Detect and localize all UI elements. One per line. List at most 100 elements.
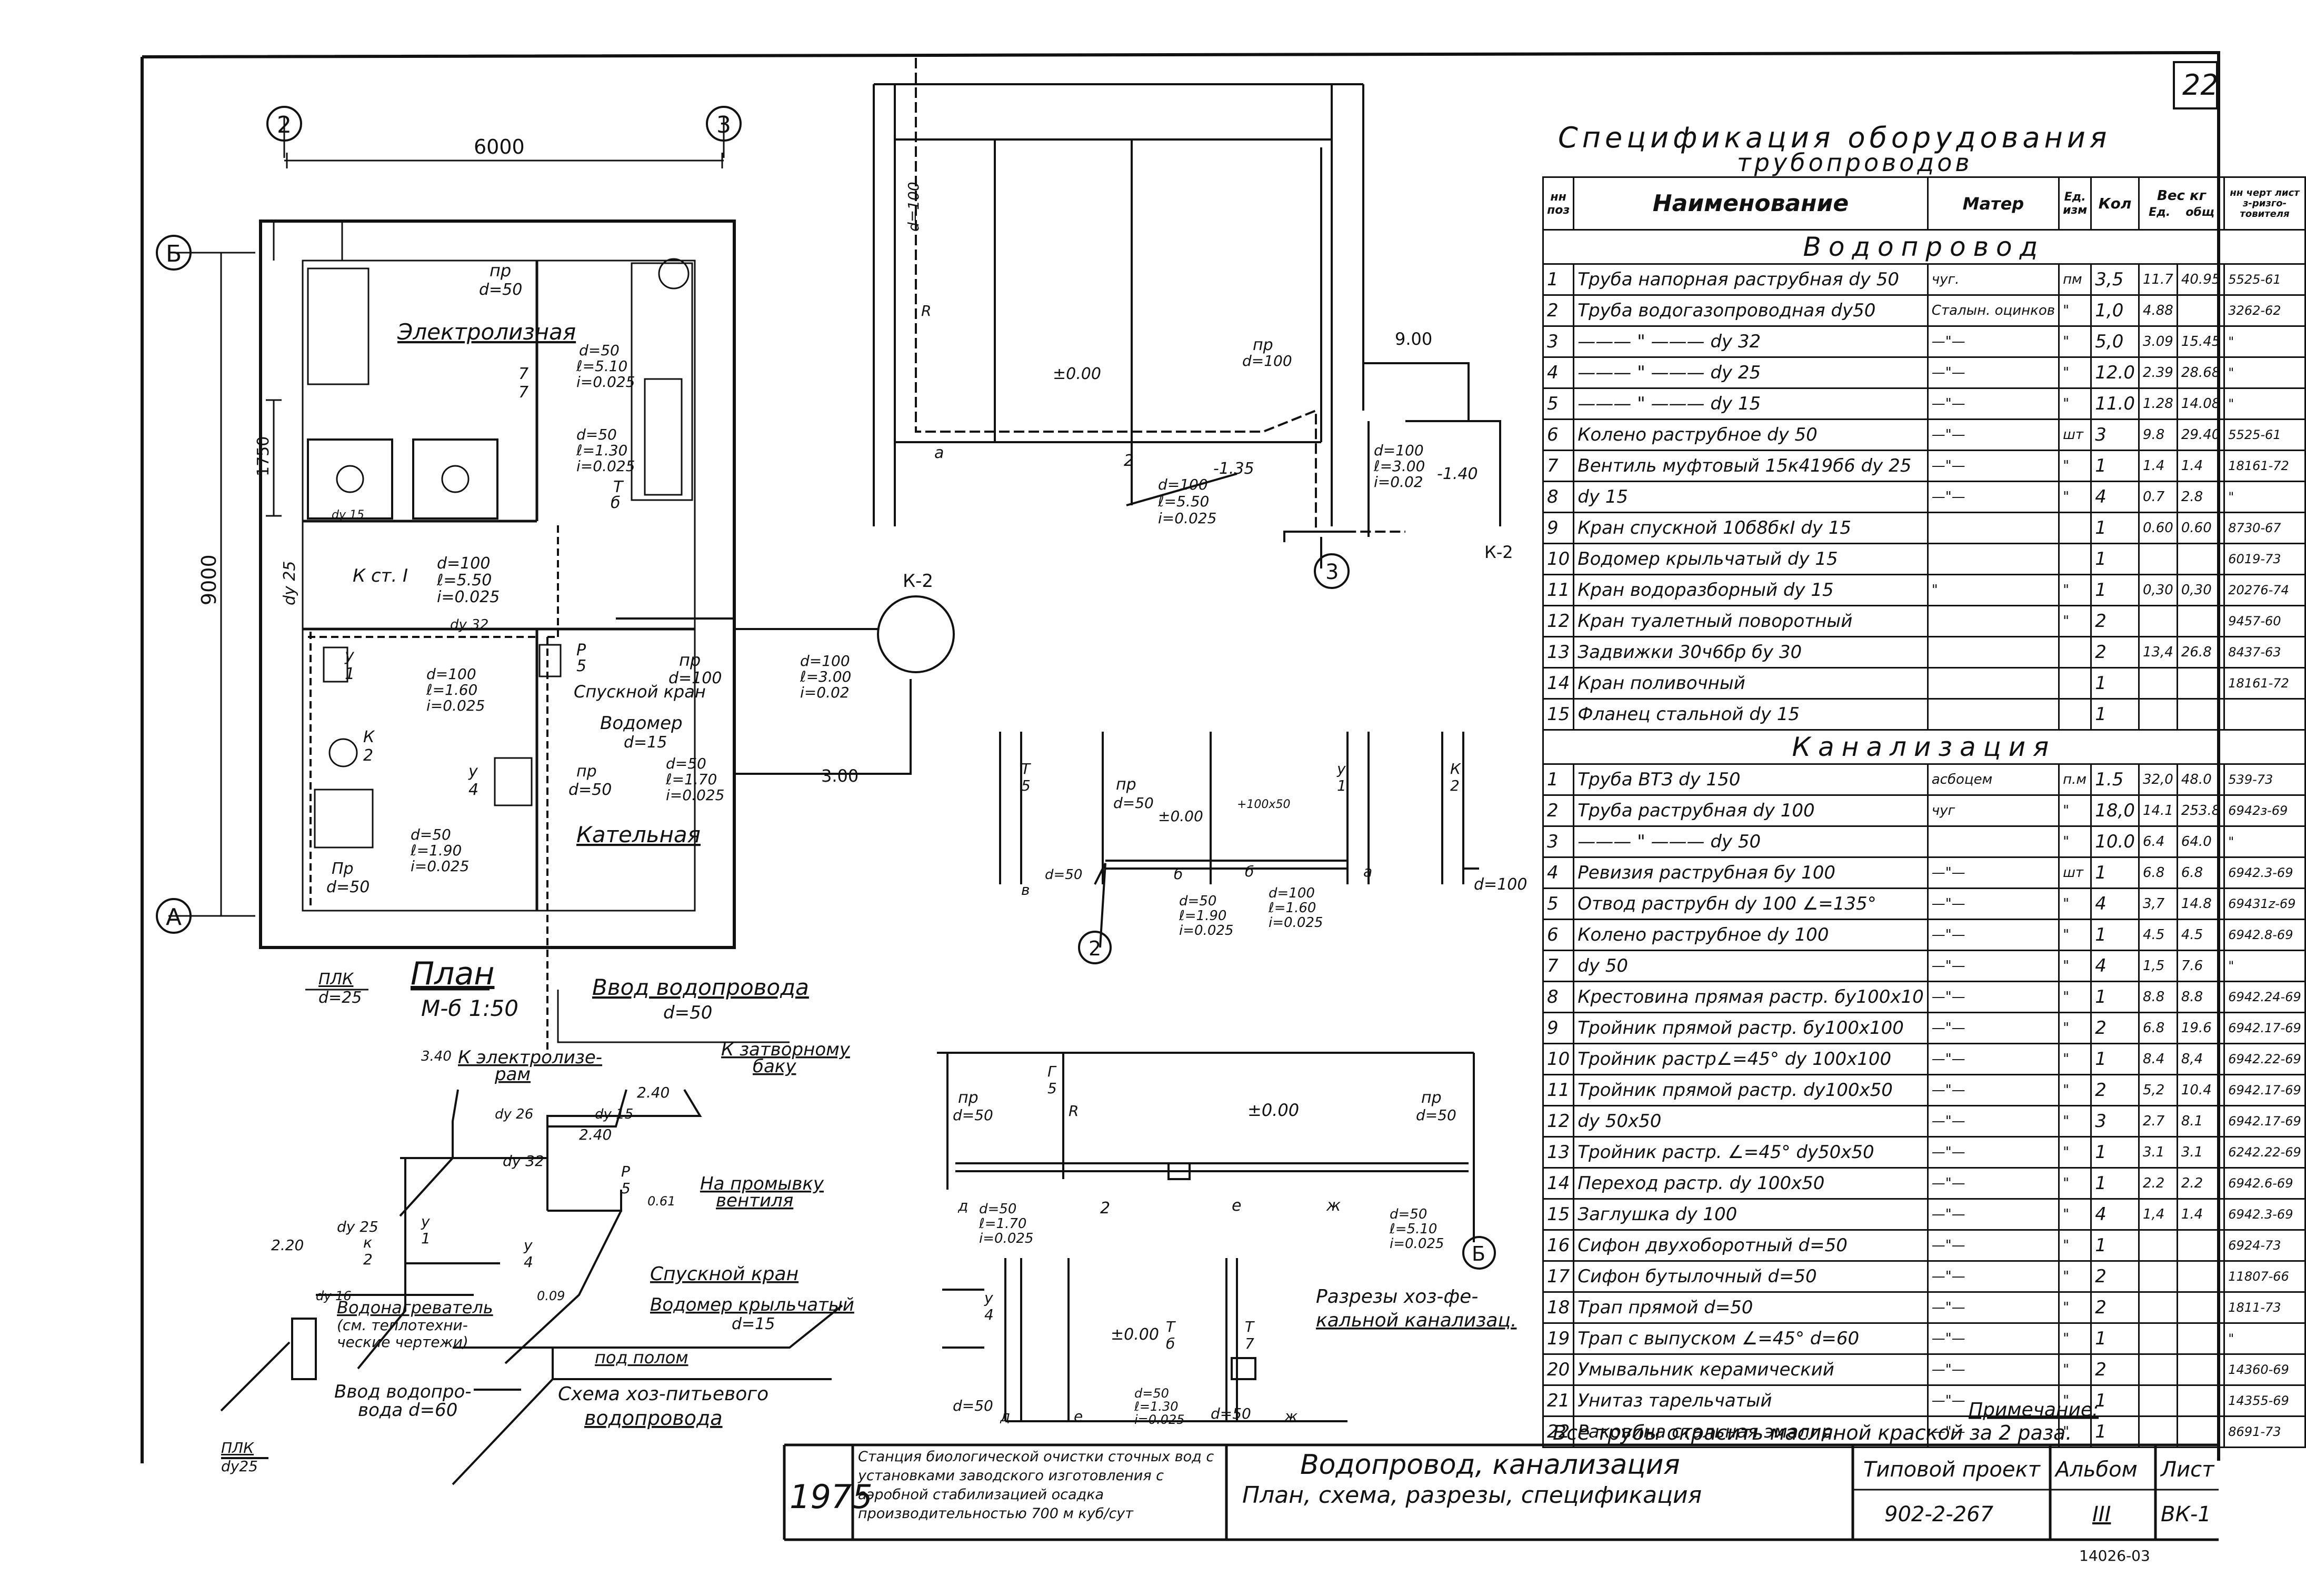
spec-cell-unit: " xyxy=(2058,1074,2092,1106)
stamp-year: 1975 xyxy=(790,1478,873,1516)
s3-t6: Т xyxy=(1166,1318,1176,1335)
dim-height: 9000 xyxy=(197,554,221,605)
spec-cell-unit: " xyxy=(2058,450,2092,482)
spec-cell-wt xyxy=(2176,667,2225,700)
spec-cell-pos: 3 xyxy=(1542,325,1575,358)
spec-cell-unit: " xyxy=(2058,574,2092,606)
spec-cell-unit: " xyxy=(2058,1043,2092,1075)
spec-cell-ref: " xyxy=(2223,1322,2306,1355)
spec-cell-mat xyxy=(1926,543,2060,575)
s2-b-l510: ℓ=5.10 xyxy=(1389,1221,1437,1237)
spec-h-mat: Матер xyxy=(1926,176,2060,231)
scheme-meter: Водомер крыльчатый xyxy=(650,1294,854,1315)
spec-cell-unit: " xyxy=(2058,887,2092,920)
scheme-plk-dy: dy25 xyxy=(221,1458,258,1475)
plan-lbl-y1b: 1 xyxy=(345,665,355,683)
s1-j-l160: ℓ=1.60 xyxy=(1268,900,1316,916)
spec-cell-unit: " xyxy=(2058,1260,2092,1293)
spec-cell-wt xyxy=(2176,1260,2225,1293)
spec-cell-ref: 18161-72 xyxy=(2223,450,2306,482)
stamp-desc-box: Станция биологической очистки сточных во… xyxy=(858,1449,1214,1522)
spec-cell-ref: 8691-73 xyxy=(2223,1415,2306,1448)
spec-cell-pos: 14 xyxy=(1542,667,1575,700)
scheme-flush-2: вентиля xyxy=(716,1190,793,1211)
spec-cell-ref: 1811-73 xyxy=(2223,1291,2306,1324)
plan-lbl-k2-well: К-2 xyxy=(903,571,933,592)
spec-cell-name: Тройник растр∠=45° dy 100х100 xyxy=(1573,1043,1929,1075)
s3-e: е xyxy=(1074,1408,1083,1425)
spec-cell-name: Кран поливочный xyxy=(1573,667,1929,700)
s1-a: а xyxy=(1363,863,1372,880)
spec-cell-pos: 14 xyxy=(1542,1167,1575,1200)
plan-scale: М-б 1:50 xyxy=(421,995,518,1021)
spec-cell-name: Колено раструбное dy 50 xyxy=(1573,418,1929,451)
plan-lbl-d50-a: d=50 xyxy=(579,342,620,359)
spec-cell-wu: 9.8 xyxy=(2138,418,2178,451)
plan-lbl-pr50cd: d=50 xyxy=(326,878,370,896)
spec-cell-qty: 12.0 xyxy=(2090,356,2140,389)
spec-cell-ref: " xyxy=(2223,325,2306,358)
sect-top-2: 2 xyxy=(1124,452,1134,470)
s1-i-l190: ℓ=1.90 xyxy=(1179,908,1226,924)
spec-cell-qty: 1 xyxy=(2090,1229,2140,1262)
spec-cell-wu xyxy=(2138,1415,2178,1448)
plan-lbl-5: 5 xyxy=(576,657,586,675)
spec-cell-wt xyxy=(2176,1415,2225,1448)
s3-d50b: d=50 xyxy=(1134,1386,1169,1401)
spec-cell-unit: " xyxy=(2058,1353,2092,1386)
spec-cell-unit xyxy=(2058,543,2092,575)
spec-cell-qty: 2 xyxy=(2090,605,2140,637)
spec-cell-mat: —"— xyxy=(1926,1105,2060,1138)
stamp-album-value: III xyxy=(2092,1502,2111,1527)
spec-cell-unit xyxy=(2058,636,2092,669)
title-block xyxy=(783,1443,2219,1541)
spec-cell-unit: п.м xyxy=(2058,763,2092,796)
scheme-y1: у xyxy=(421,1213,430,1230)
spec-cell-wu: 6.8 xyxy=(2138,1012,2178,1044)
sect-top-zero: ±0.00 xyxy=(1053,365,1101,383)
spec-cell-qty: 5,0 xyxy=(2090,325,2140,358)
plan-lbl-dy15: dy 15 xyxy=(332,508,364,522)
plan-lbl-meter: Водомер xyxy=(600,713,683,734)
spec-cell-name: Отвод раструбн dy 100 ∠=135° xyxy=(1573,887,1929,920)
spec-cell-pos: 12 xyxy=(1542,1105,1575,1138)
spec-cell-unit: " xyxy=(2058,794,2092,827)
spec-cell-wt: 7.6 xyxy=(2176,950,2225,982)
spec-cell-unit: " xyxy=(2058,1322,2092,1355)
spec-cell-wu: 1,5 xyxy=(2138,950,2178,982)
spec-cell-mat: —"— xyxy=(1926,950,2060,982)
plan-lbl-r-l170: ℓ=1.70 xyxy=(665,771,717,788)
s3-d50: d=50 xyxy=(953,1397,993,1414)
spec-cell-unit: " xyxy=(2058,387,2092,420)
sect-top-d100b: d=100 xyxy=(1158,476,1208,493)
spec-cell-name: ——— " ——— dy 15 xyxy=(1573,387,1929,420)
scheme-dy16: dy 16 xyxy=(316,1289,352,1303)
sections-title: Разрезы хоз-фе- xyxy=(1316,1286,1478,1308)
plan-lbl-r-d50: d=50 xyxy=(666,755,706,772)
spec-h-weight: Вес кг Ед. общ xyxy=(2138,176,2225,231)
s2-b-i: i=0.025 xyxy=(1390,1236,1444,1252)
plan-lbl-t: Т xyxy=(613,478,624,496)
plan-input: Ввод водопровода xyxy=(592,974,809,1000)
spec-cell-pos: 18 xyxy=(1542,1291,1575,1324)
spec-cell-qty: 2 xyxy=(2090,1260,2140,1293)
plan-plk: ПЛК xyxy=(318,970,354,989)
plan-lbl-i130: i=0.025 xyxy=(576,457,635,475)
spec-cell-wt: 1.4 xyxy=(2176,1198,2225,1231)
spec-cell-mat: —"— xyxy=(1926,1291,2060,1324)
spec-cell-ref: 11807-66 xyxy=(2223,1260,2306,1293)
spec-cell-wu: 2.2 xyxy=(2138,1167,2178,1200)
spec-cell-name: Трап прямой d=50 xyxy=(1573,1291,1929,1324)
s1-j-d100: d=100 xyxy=(1269,885,1315,901)
plan-lbl-pr50bd: d=50 xyxy=(568,781,612,799)
spec-cell-mat: —"— xyxy=(1926,1198,2060,1231)
spec-h-ref: нн черт лист з-ризго-товителя xyxy=(2223,176,2306,231)
spec-cell-pos: 11 xyxy=(1542,1074,1575,1106)
spec-cell-mat: —"— xyxy=(1926,418,2060,451)
